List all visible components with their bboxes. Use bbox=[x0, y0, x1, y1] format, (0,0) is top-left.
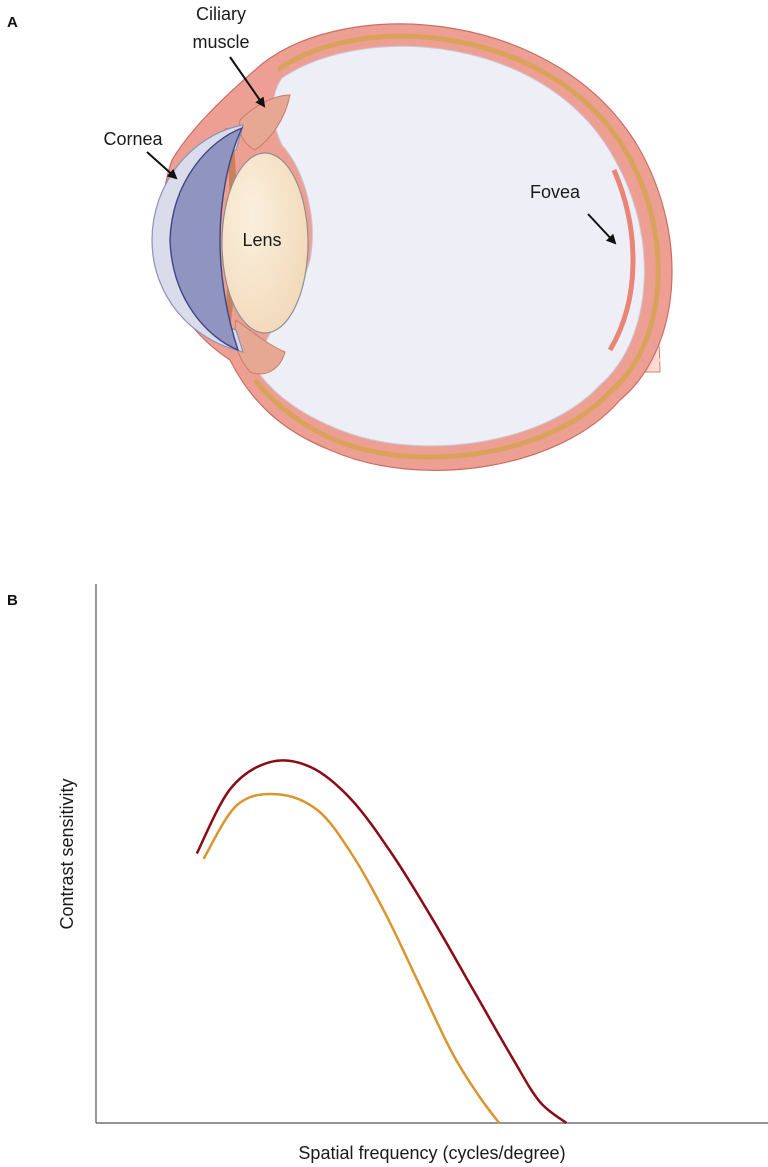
series-line-1 bbox=[197, 760, 567, 1123]
series-layer bbox=[197, 760, 567, 1123]
x-axis-label: Spatial frequency (cycles/degree) bbox=[298, 1143, 565, 1163]
y-axis-label: Contrast sensitivity bbox=[57, 778, 77, 929]
